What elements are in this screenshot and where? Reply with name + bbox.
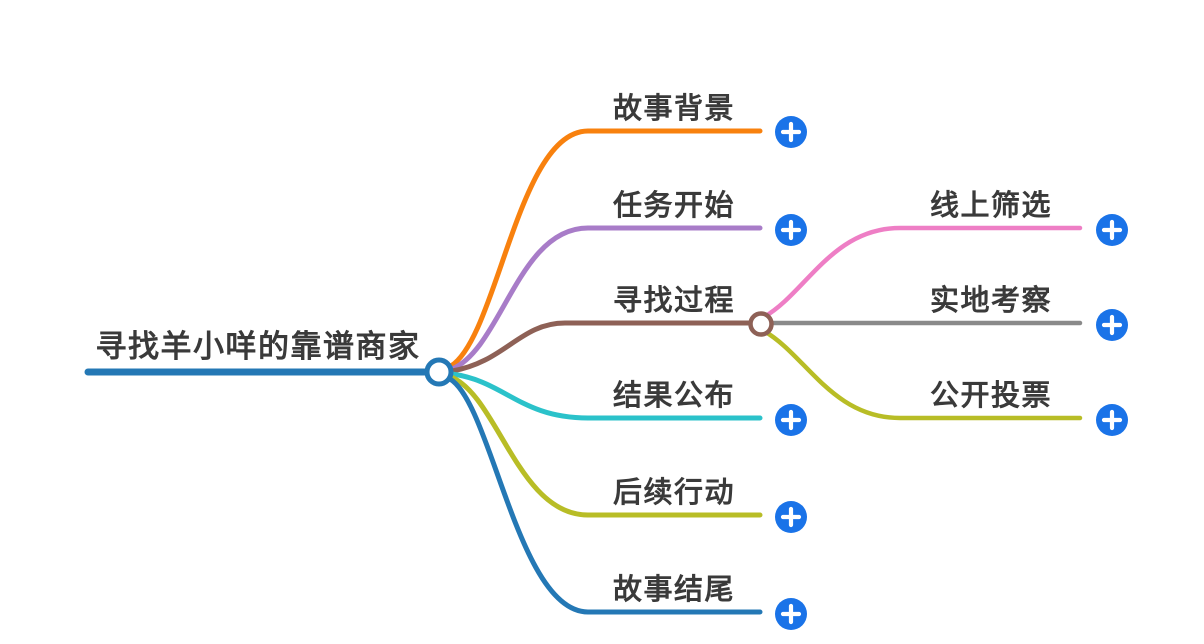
node-label-public-voting[interactable]: 公开投票 [929,380,1052,412]
branch-line-story-ending [447,376,763,615]
add-child-button-task-start[interactable] [775,214,807,246]
search-process-node-handle[interactable] [748,311,774,337]
node-label-story-background[interactable]: 故事背景 [612,93,735,125]
plus-icon [780,219,802,241]
plus-icon [780,121,802,143]
add-child-button-story-ending[interactable] [775,598,807,630]
plus-icon [780,603,802,625]
node-label-story-ending[interactable]: 故事结尾 [612,574,735,606]
node-label-field-inspection[interactable]: 实地考察 [929,285,1052,317]
node-label-online-screening[interactable]: 线上筛选 [929,190,1052,222]
branch-line-results-announcement [449,371,763,421]
plus-icon [1101,409,1123,431]
add-child-button-online-screening[interactable] [1096,214,1128,246]
branch-line-search-process [449,320,752,374]
add-child-button-field-inspection[interactable] [1096,309,1128,341]
node-label-task-start[interactable]: 任务开始 [612,190,735,222]
root-node-handle[interactable] [424,357,454,387]
node-label-results-announcement[interactable]: 结果公布 [612,380,735,412]
root-node-label[interactable]: 寻找羊小咩的靠谱商家 [95,329,421,364]
plus-icon [1101,219,1123,241]
node-label-follow-up-actions[interactable]: 后续行动 [612,477,735,509]
plus-icon [1101,314,1123,336]
add-child-button-results-announcement[interactable] [775,404,807,436]
branch-line-task-start [449,225,763,372]
add-child-button-story-background[interactable] [775,116,807,148]
branch-line-story-background [448,128,763,369]
branch-line-follow-up-actions [448,374,763,518]
add-child-button-public-voting[interactable] [1096,404,1128,436]
add-child-button-follow-up-actions[interactable] [775,501,807,533]
plus-icon [780,409,802,431]
plus-icon [780,506,802,528]
branch-line-public-voting [761,328,1083,421]
node-label-search-process[interactable]: 寻找过程 [612,285,735,317]
branch-line-online-screening [761,225,1083,320]
